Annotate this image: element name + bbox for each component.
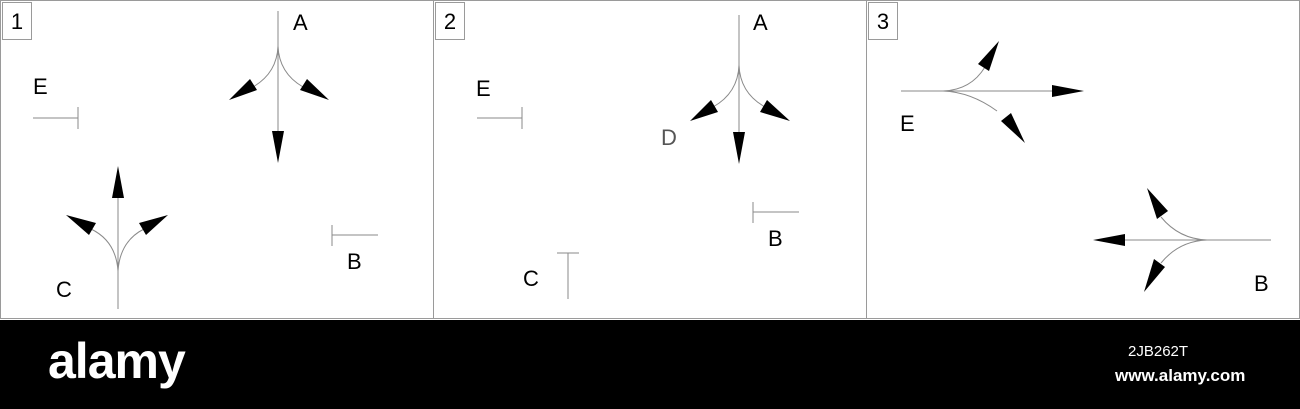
- stock-image-id: 2JB262T: [1128, 343, 1189, 360]
- fork-a-left-curve: [712, 64, 740, 108]
- fork-b-up-arrow: [1147, 188, 1168, 219]
- site-url: www.alamy.com: [1115, 366, 1246, 385]
- watermark-footer: alamy 2JB262T www.alamy.com: [0, 320, 1300, 409]
- panel-1-drawing: [33, 11, 378, 309]
- panel-1-number: 1: [2, 2, 32, 40]
- panel-2: 2 A E D B C: [433, 0, 867, 319]
- label-a: A: [293, 10, 308, 35]
- label-b: B: [1254, 271, 1269, 296]
- label-e: E: [476, 76, 491, 101]
- label-b: B: [347, 249, 362, 274]
- fork-b-left-arrow: [1093, 234, 1125, 246]
- fork-b-down-curve: [1160, 239, 1208, 264]
- panel-3: 3 E B: [866, 0, 1300, 319]
- fork-a-left-curve: [252, 45, 279, 88]
- panel-2-number: 2: [435, 2, 465, 40]
- fork-a-down-arrow: [272, 131, 284, 163]
- fork-c-left-curve: [90, 228, 119, 272]
- fork-a-left-arrow: [229, 79, 257, 100]
- label-d: D: [661, 125, 677, 150]
- alamy-logo: alamy: [48, 333, 186, 389]
- fork-a-right-arrow: [300, 79, 329, 100]
- panel-2-drawing: [477, 15, 799, 299]
- fork-e-up-curve: [942, 66, 986, 92]
- panel-1: 1 A E B C: [0, 0, 434, 319]
- label-e: E: [33, 74, 48, 99]
- fork-e-down-arrow: [1001, 113, 1025, 143]
- fork-a-right-arrow: [760, 100, 790, 121]
- fork-a-left-arrow: [690, 100, 718, 121]
- label-e: E: [900, 111, 915, 136]
- fork-b-down-arrow: [1144, 259, 1165, 292]
- fork-a-down-arrow: [733, 132, 745, 164]
- fork-c-right-arrow: [139, 215, 168, 235]
- label-c: C: [56, 277, 72, 302]
- label-b: B: [768, 226, 783, 251]
- fork-e-right-arrow: [1052, 85, 1084, 97]
- fork-e-down-curve: [942, 90, 998, 112]
- fork-e-up-arrow: [978, 41, 999, 71]
- fork-b-up-curve: [1160, 216, 1208, 241]
- fork-c-left-arrow: [66, 215, 96, 235]
- fork-a-right-curve: [277, 45, 304, 88]
- fork-a-right-curve: [738, 64, 766, 108]
- panel-3-number: 3: [868, 2, 898, 40]
- diagram-panels: 1 A E B C 2 A E D B C: [0, 0, 1300, 319]
- panel-3-drawing: [901, 41, 1271, 292]
- fork-c-right-curve: [117, 228, 145, 272]
- fork-c-up-arrow: [112, 166, 124, 198]
- label-c: C: [523, 266, 539, 291]
- label-a: A: [753, 10, 768, 35]
